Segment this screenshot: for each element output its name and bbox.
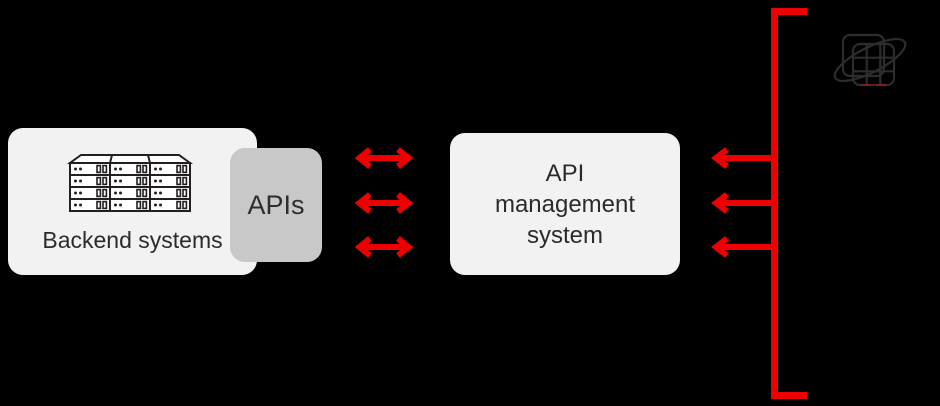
api-management-label-line3: system [526,221,603,249]
applications-orbit-icon [833,33,907,87]
apis-label: APIs [247,189,305,220]
bracket-bottom-line [771,392,807,399]
backend-systems-box: Backend systems [8,128,257,275]
api-management-system-box: API management system [450,133,680,275]
api-management-label-line2: management [494,190,636,218]
bracket-top-line [771,8,807,15]
api-management-label-line1: API [545,159,585,187]
apis-box: APIs [230,148,322,262]
bidirectional-arrow-icon [354,236,414,258]
backend-systems-label: Backend systems [42,227,223,253]
left-arrow-icon [711,236,778,258]
bidirectional-arrow-icon [354,192,414,214]
bracket-vertical-line [771,8,778,399]
left-arrow-icon [711,192,778,214]
left-arrow-icon [711,147,778,169]
server-rack-icon [66,154,194,212]
bidirectional-arrow-icon [354,147,414,169]
